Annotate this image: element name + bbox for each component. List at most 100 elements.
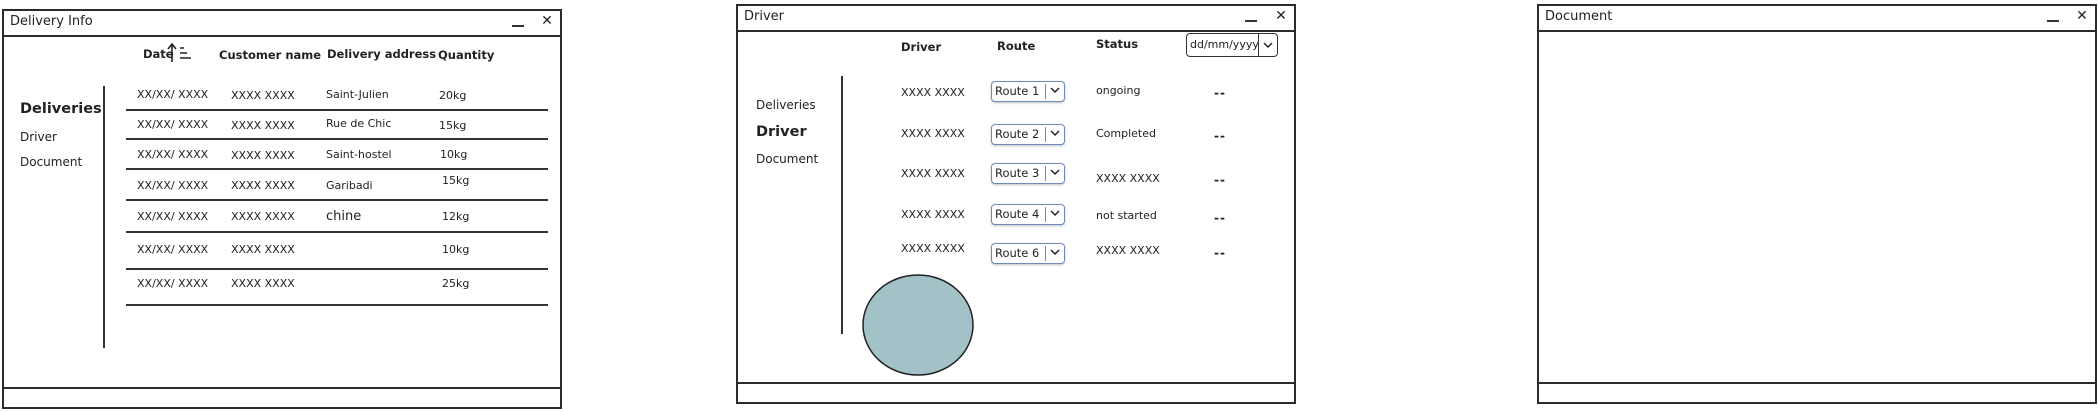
sidebar-divider [103,86,105,348]
cell-date: XX/XX/ XXXX [137,88,209,101]
cell-address: Garibadi [326,179,373,192]
cell-driver: XXXX XXXX [901,242,965,255]
cell-quantity: 15kg [442,174,470,187]
column-header-route[interactable]: Route [997,39,1036,53]
date-placeholder: dd/mm/yyyy [1190,38,1259,51]
minimize-icon[interactable] [1243,10,1259,24]
window-title: Document [1545,9,1613,24]
cell-status: Completed [1096,127,1156,140]
cell-customer: XXXX XXXX [231,179,295,192]
cell-quantity: 15kg [439,119,467,132]
chevron-down-icon[interactable] [1050,167,1060,177]
window-title: Delivery Info [10,14,93,29]
route-select[interactable]: Route 4 [991,204,1065,225]
chevron-down-icon[interactable] [1050,128,1060,138]
cell-quantity: 10kg [440,148,468,161]
minimize-icon[interactable] [510,15,526,29]
cell-date: XX/XX/ XXXX [137,148,209,161]
cell-extra: -- [1214,173,1226,187]
route-select-value: Route 1 [995,84,1040,98]
row-divider [126,231,548,233]
chevron-down-icon[interactable] [1050,208,1060,218]
nav-item-deliveries[interactable]: Deliveries [20,101,102,117]
nav-item-deliveries[interactable]: Deliveries [756,98,816,112]
row-divider [126,138,548,140]
nav-item-document[interactable]: Document [756,152,819,166]
route-select-value: Route 4 [995,207,1040,221]
cell-status: XXXX XXXX [1096,244,1160,257]
cell-address: Saint-Julien [326,88,389,101]
select-separator [1045,166,1046,181]
title-bar: Document ✕ [1539,6,2095,32]
select-separator [1045,84,1046,99]
close-icon[interactable]: ✕ [2076,8,2088,24]
nav-item-driver[interactable]: Driver [756,124,807,140]
column-header-date[interactable]: Date [143,47,174,61]
cell-address: chine [326,209,362,224]
select-separator [1045,246,1046,261]
cell-address: Rue de Chic [326,117,392,130]
title-bar: Driver ✕ [738,6,1294,32]
cell-quantity: 25kg [442,277,470,290]
cell-extra: -- [1214,129,1226,143]
chevron-down-icon[interactable] [1263,40,1273,50]
route-select[interactable]: Route 6 [991,243,1065,264]
route-select[interactable]: Route 3 [991,163,1065,184]
close-icon[interactable]: ✕ [1275,8,1287,24]
cell-extra: -- [1214,246,1226,260]
status-bar [4,387,560,407]
cell-driver: XXXX XXXX [901,167,965,180]
cell-driver: XXXX XXXX [901,86,965,99]
route-select-value: Route 6 [995,246,1040,260]
cell-quantity: 10kg [442,243,470,256]
cell-status: not started [1096,209,1157,222]
cell-extra: -- [1214,86,1226,100]
cell-status: XXXX XXXX [1096,172,1160,185]
date-separator [1257,34,1259,56]
cell-customer: XXXX XXXX [231,89,295,102]
delivery-info-window: Delivery Info ✕ Deliveries Driver Docume… [2,9,562,409]
column-header-driver[interactable]: Driver [901,40,942,54]
row-divider [126,199,548,201]
title-bar: Delivery Info ✕ [4,11,560,37]
cell-quantity: 12kg [442,210,470,223]
cell-quantity: 20kg [439,89,467,102]
column-header-delivery-address[interactable]: Delivery address [327,47,437,61]
cell-date: XX/XX/ XXXX [137,243,209,256]
select-separator [1045,127,1046,142]
route-select-value: Route 2 [995,127,1040,141]
driver-window: Driver ✕ Deliveries Driver Document Driv… [736,4,1296,404]
column-header-customer-name[interactable]: Customer name [219,48,322,62]
row-divider [126,168,548,170]
sidebar-divider [841,76,843,334]
cell-customer: XXXX XXXX [231,277,295,290]
cell-extra: -- [1214,211,1226,225]
select-separator [1045,207,1046,222]
route-select[interactable]: Route 2 [991,124,1065,145]
row-divider [126,109,548,111]
close-icon[interactable]: ✕ [541,13,553,29]
column-header-status[interactable]: Status [1096,37,1139,51]
avatar-placeholder [862,274,974,376]
date-filter-input[interactable]: dd/mm/yyyy [1186,33,1278,57]
nav-item-document[interactable]: Document [20,155,83,169]
column-header-quantity[interactable]: Quantity [438,48,495,62]
minimize-icon[interactable] [2045,10,2061,24]
cell-date: XX/XX/ XXXX [137,179,209,192]
route-select[interactable]: Route 1 [991,81,1065,102]
chevron-down-icon[interactable] [1050,85,1060,95]
sort-ascending-icon[interactable] [167,42,193,64]
cell-date: XX/XX/ XXXX [137,118,209,131]
cell-customer: XXXX XXXX [231,119,295,132]
cell-customer: XXXX XXXX [231,243,295,256]
cell-date: XX/XX/ XXXX [137,210,209,223]
chevron-down-icon[interactable] [1050,247,1060,257]
cell-address: Saint-hostel [326,148,392,161]
cell-driver: XXXX XXXX [901,127,965,140]
cell-driver: XXXX XXXX [901,208,965,221]
nav-item-driver[interactable]: Driver [20,130,57,144]
cell-customer: XXXX XXXX [231,210,295,223]
route-select-value: Route 3 [995,166,1040,180]
row-divider [126,304,548,306]
status-bar [738,382,1294,402]
